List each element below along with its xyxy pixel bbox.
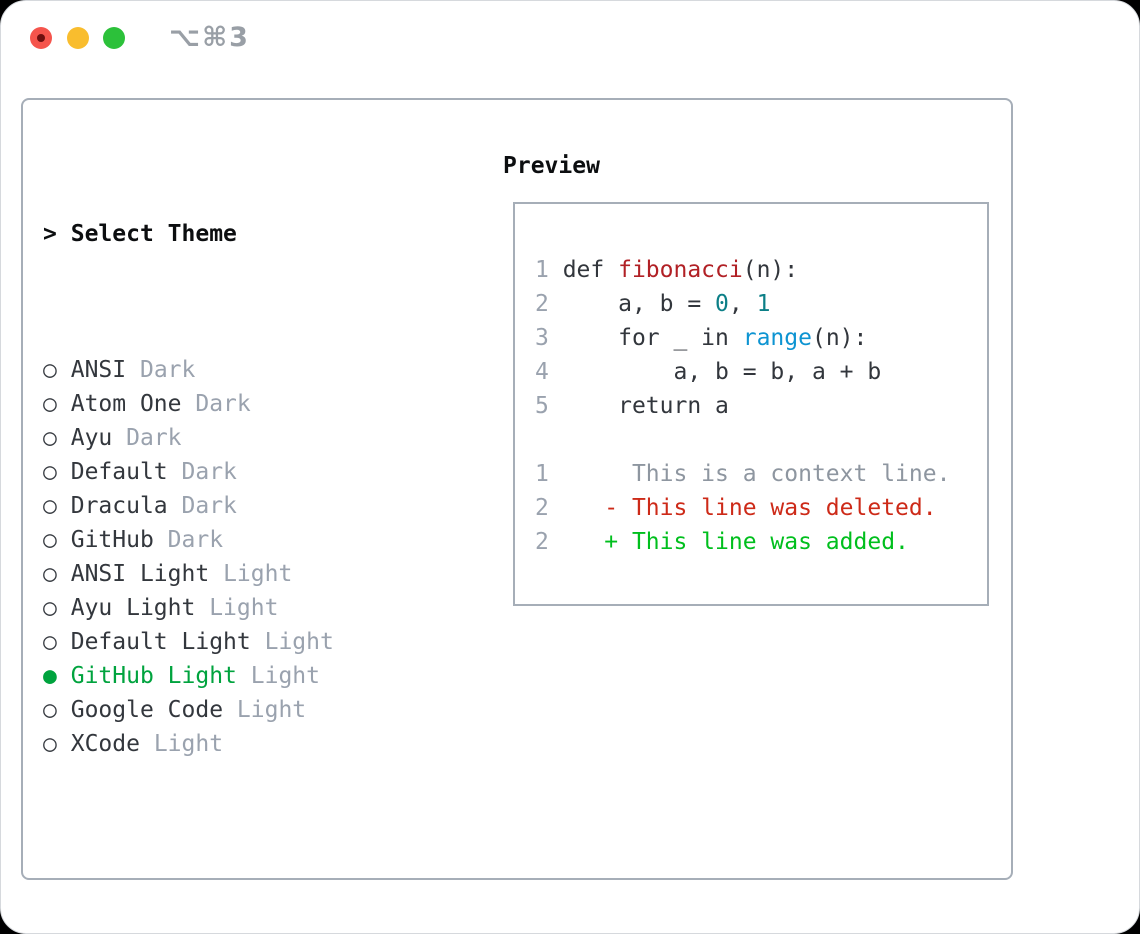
token-func: fibonacci xyxy=(618,257,743,283)
token-code: a, b = xyxy=(562,291,716,317)
select-theme-heading: > Select Theme xyxy=(43,217,431,251)
radio-unselected-icon: ○ xyxy=(43,391,57,417)
theme-option-github[interactable]: ○ GitHub Dark xyxy=(43,523,431,557)
code-line: 5 return a xyxy=(535,389,987,423)
theme-variant: Light xyxy=(223,561,293,587)
theme-option-default[interactable]: ○ Default Dark xyxy=(43,455,431,489)
theme-variant: Dark xyxy=(181,459,237,485)
theme-option-xcode[interactable]: ○ XCode Light xyxy=(43,727,431,761)
code-line: 4 a, b = b, a + b xyxy=(535,355,987,389)
theme-option-google-code[interactable]: ○ Google Code Light xyxy=(43,693,431,727)
token-added: + This line was added. xyxy=(562,529,909,555)
theme-option-github-light[interactable]: ● GitHub Light Light xyxy=(43,659,431,693)
radio-unselected-icon: ○ xyxy=(43,493,57,519)
theme-option-ayu[interactable]: ○ Ayu Dark xyxy=(43,421,431,455)
radio-unselected-icon: ○ xyxy=(43,357,57,383)
theme-name: Atom One xyxy=(70,391,182,417)
theme-variant: Dark xyxy=(167,527,224,553)
code-line: 1 This is a context line. xyxy=(535,457,987,491)
token-number: 0 xyxy=(715,291,729,317)
theme-variant: Light xyxy=(236,697,307,723)
token-code: def xyxy=(562,257,619,283)
token-lineno: 2 xyxy=(535,529,563,555)
radio-unselected-icon: ○ xyxy=(43,527,57,553)
theme-name: Default xyxy=(70,459,168,485)
theme-variant: Light xyxy=(250,663,320,689)
theme-variant: Light xyxy=(153,731,224,757)
radio-unselected-icon: ○ xyxy=(43,629,57,655)
code-line xyxy=(535,423,987,457)
theme-name: ANSI Light xyxy=(70,561,210,587)
radio-selected-icon: ● xyxy=(43,663,57,689)
theme-variant: Light xyxy=(209,595,279,621)
token-code: return a xyxy=(562,393,729,419)
token-code: (n): xyxy=(811,325,868,351)
token-code: a, b = b, a + b xyxy=(562,359,882,385)
token-lineno: 2 xyxy=(535,495,563,521)
code-line: 2 - This line was deleted. xyxy=(535,491,987,525)
select-theme-heading-label: Select Theme xyxy=(70,221,237,247)
minimize-button[interactable] xyxy=(67,27,89,49)
theme-name: Google Code xyxy=(70,697,224,723)
spacer xyxy=(43,863,431,897)
preview-heading: Preview xyxy=(503,153,600,179)
token-lineno: 3 xyxy=(535,325,563,351)
zoom-button[interactable] xyxy=(103,27,125,49)
code-line: 1 def fibonacci(n): xyxy=(535,253,987,287)
theme-name: Ayu Light xyxy=(70,595,196,621)
token-context: This is a context line. xyxy=(562,461,951,487)
radio-unselected-icon: ○ xyxy=(43,459,57,485)
theme-name: Default Light xyxy=(70,629,251,655)
theme-variant: Dark xyxy=(181,493,237,519)
close-button[interactable] xyxy=(30,27,52,49)
token-code: for _ in xyxy=(562,325,743,351)
theme-option-atom-one[interactable]: ○ Atom One Dark xyxy=(43,387,431,421)
window-title: ⌥⌘3 xyxy=(169,22,250,53)
theme-option-dracula[interactable]: ○ Dracula Dark xyxy=(43,489,431,523)
theme-name: XCode xyxy=(70,731,140,757)
code-line: 2 + This line was added. xyxy=(535,525,987,559)
theme-option-ansi[interactable]: ○ ANSI Dark xyxy=(43,353,431,387)
theme-picker-panel: > Select Theme ○ ANSI Dark○ Atom One Dar… xyxy=(21,98,1013,880)
theme-variant: Dark xyxy=(195,391,251,417)
radio-unselected-icon: ○ xyxy=(43,561,57,587)
theme-variant: Dark xyxy=(139,357,196,383)
radio-unselected-icon: ○ xyxy=(43,697,57,723)
theme-name: ANSI xyxy=(70,357,127,383)
token-code: (n): xyxy=(742,257,799,283)
theme-list: ○ ANSI Dark○ Atom One Dark○ Ayu Dark○ De… xyxy=(43,353,431,761)
theme-option-ansi-light[interactable]: ○ ANSI Light Light xyxy=(43,557,431,591)
radio-unselected-icon: ○ xyxy=(43,425,57,451)
theme-variant: Light xyxy=(264,629,334,655)
token-lineno: 1 xyxy=(535,257,563,283)
theme-selector: > Select Theme ○ ANSI Dark○ Atom One Dar… xyxy=(43,149,431,933)
code-line: 2 a, b = 0, 1 xyxy=(535,287,987,321)
token-lineno: 1 xyxy=(535,461,563,487)
theme-name: GitHub Light xyxy=(70,663,237,689)
selection-cursor-icon: > xyxy=(43,221,57,247)
token-lineno: 2 xyxy=(535,291,563,317)
radio-unselected-icon: ○ xyxy=(43,731,57,757)
token-code: , xyxy=(728,291,757,317)
code-line: 3 for _ in range(n): xyxy=(535,321,987,355)
theme-variant: Dark xyxy=(126,425,182,451)
token-number: 1 xyxy=(756,291,771,317)
theme-option-default-light[interactable]: ○ Default Light Light xyxy=(43,625,431,659)
token-deleted: - This line was deleted. xyxy=(562,495,937,521)
token-lineno: 5 xyxy=(535,393,563,419)
theme-option-ayu-light[interactable]: ○ Ayu Light Light xyxy=(43,591,431,625)
theme-name: Ayu xyxy=(70,425,113,451)
theme-name: GitHub xyxy=(70,527,154,553)
token-builtin: range xyxy=(742,325,812,351)
token-lineno: 4 xyxy=(535,359,563,385)
theme-name: Dracula xyxy=(70,493,168,519)
radio-unselected-icon: ○ xyxy=(43,595,57,621)
